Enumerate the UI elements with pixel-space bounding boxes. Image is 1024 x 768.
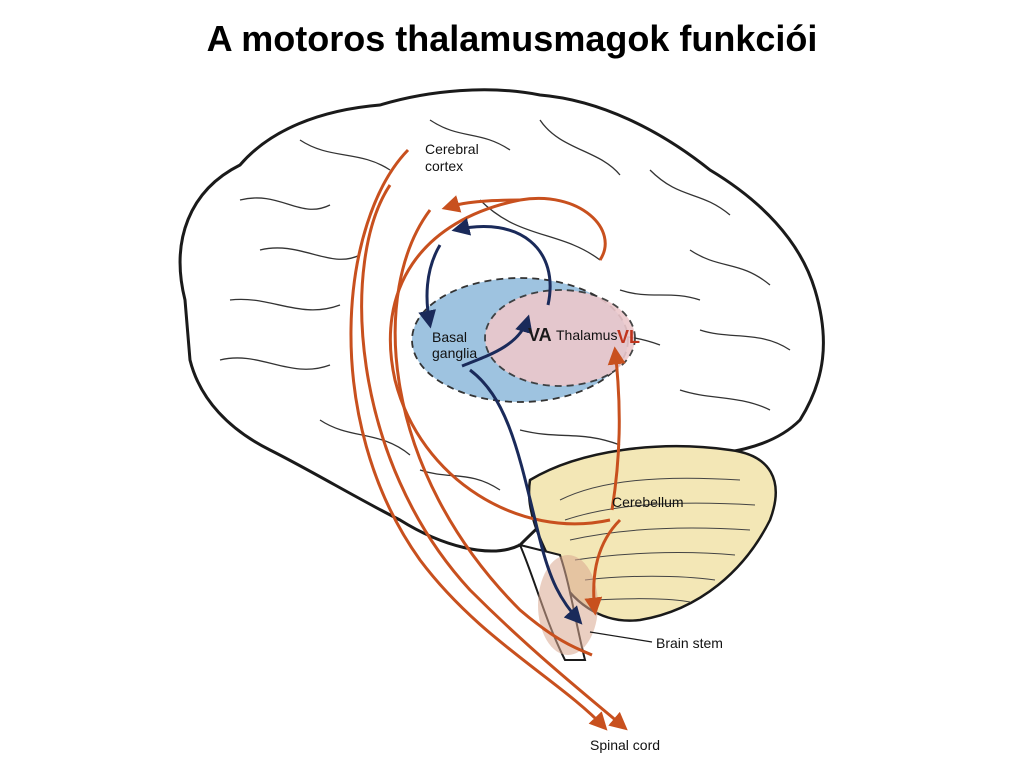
label-cerebellum: Cerebellum [612, 494, 684, 510]
orange-motor-pathways [349, 148, 628, 731]
label-basal-ganglia-2: ganglia [432, 345, 477, 361]
label-thalamus: Thalamus [556, 327, 617, 343]
cerebellum-folia [559, 477, 756, 603]
navy-basal-ganglia-pathways [418, 218, 583, 625]
label-basal-ganglia-1: Basal [432, 329, 467, 345]
label-spinal-cord: Spinal cord [590, 737, 660, 753]
thalamus-region [484, 289, 636, 387]
label-vl: VL [617, 327, 640, 347]
page-title: A motoros thalamusmagok funkciói [206, 18, 818, 59]
label-cerebral-cortex-1: Cerebral [425, 141, 479, 157]
brain-gyri [219, 119, 791, 491]
label-va: VA [528, 325, 552, 345]
label-brain-stem: Brain stem [656, 635, 723, 651]
label-cerebral-cortex-2: cortex [425, 158, 463, 174]
brain-stem-leader [589, 631, 653, 643]
